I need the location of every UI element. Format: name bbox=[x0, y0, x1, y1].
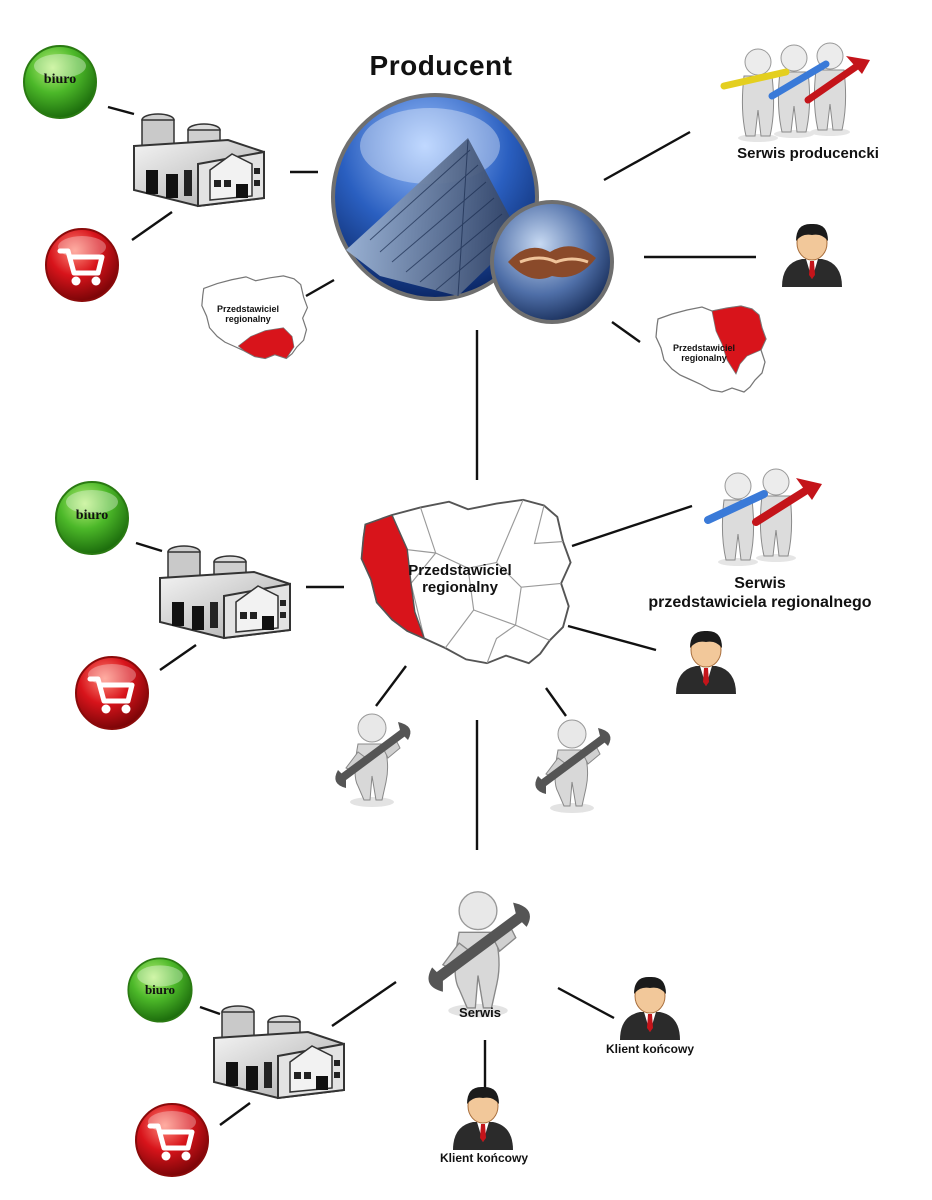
line-factory-service bbox=[331, 981, 397, 1027]
office-label-3: biuro bbox=[144, 982, 176, 997]
regional-rep-label-line1: Przedstawiciel bbox=[408, 562, 512, 579]
regional-service-team bbox=[704, 468, 822, 567]
office-label-2: biuro bbox=[75, 508, 109, 523]
regional-map-large bbox=[360, 498, 572, 665]
line-cart-factory-1 bbox=[131, 211, 173, 241]
service-mechanic-icon bbox=[429, 892, 530, 1018]
client-icon-1 bbox=[781, 223, 843, 288]
mechanic-icon-right bbox=[535, 720, 610, 813]
line-regional-mechanic-left bbox=[375, 665, 407, 707]
client-icon-4 bbox=[452, 1086, 514, 1151]
small-map-label-left-line2: regionalny bbox=[225, 314, 271, 325]
line-producer-map-right bbox=[611, 321, 641, 343]
small-map-label-right-line2: regionalny bbox=[681, 353, 727, 364]
regional-map-small-right bbox=[655, 305, 767, 393]
small-map-label-right-line1: Przedstawiciel bbox=[672, 343, 736, 353]
line-map-producer-left bbox=[305, 278, 335, 298]
factory-icon-3 bbox=[211, 1001, 349, 1103]
factory-icon-2 bbox=[157, 541, 295, 643]
regional-rep-label: Przedstawiciel regionalny bbox=[390, 562, 530, 597]
office-label-1: biuro bbox=[43, 72, 77, 87]
line-regional-mechanic-right bbox=[545, 687, 567, 717]
line-cart-factory-2 bbox=[159, 644, 197, 671]
connector-lines bbox=[107, 105, 756, 1126]
line-service-client-right bbox=[557, 986, 615, 1020]
small-map-label-left: Przedstawiciel regionalny bbox=[212, 304, 284, 325]
small-map-label-left-line1: Przedstawiciel bbox=[216, 304, 280, 314]
end-client-label-bottom: Klient końcowy bbox=[439, 1151, 528, 1165]
manufacturer-service-label: Serwis producencki bbox=[737, 145, 879, 162]
line-regional-service bbox=[571, 504, 693, 548]
end-client-label-right: Klient końcowy bbox=[605, 1042, 694, 1056]
factory-icon-1 bbox=[131, 109, 269, 211]
regional-map-small-left bbox=[201, 275, 309, 360]
line-biuro-factory-1 bbox=[107, 105, 135, 116]
regional-service-label-line2: przedstawiciela regionalnego bbox=[648, 594, 872, 611]
cart-button-3[interactable] bbox=[136, 1104, 208, 1176]
line-biuro-factory-2 bbox=[135, 541, 163, 553]
manufacturer-service-team bbox=[720, 42, 870, 143]
regional-rep-label-line2: regionalny bbox=[422, 579, 498, 597]
regional-service-label: Serwis przedstawiciela regionalnego bbox=[620, 574, 900, 612]
cart-button-2[interactable] bbox=[76, 657, 148, 729]
small-map-label-right: Przedstawiciel regionalny bbox=[668, 343, 740, 364]
service-label: Serwis bbox=[459, 1005, 501, 1020]
mechanic-icon-left bbox=[335, 714, 410, 807]
cart-button-1[interactable] bbox=[46, 229, 118, 301]
line-cart-factory-3 bbox=[219, 1102, 251, 1126]
producer-logo bbox=[331, 93, 614, 324]
page-title: Producent bbox=[369, 50, 513, 81]
line-regional-client bbox=[567, 624, 657, 652]
client-icon-2 bbox=[675, 630, 737, 695]
regional-service-label-line1: Serwis bbox=[734, 575, 786, 592]
line-biuro-factory-3 bbox=[199, 1005, 221, 1016]
line-producer-service bbox=[603, 130, 691, 182]
client-icon-3 bbox=[619, 976, 681, 1041]
